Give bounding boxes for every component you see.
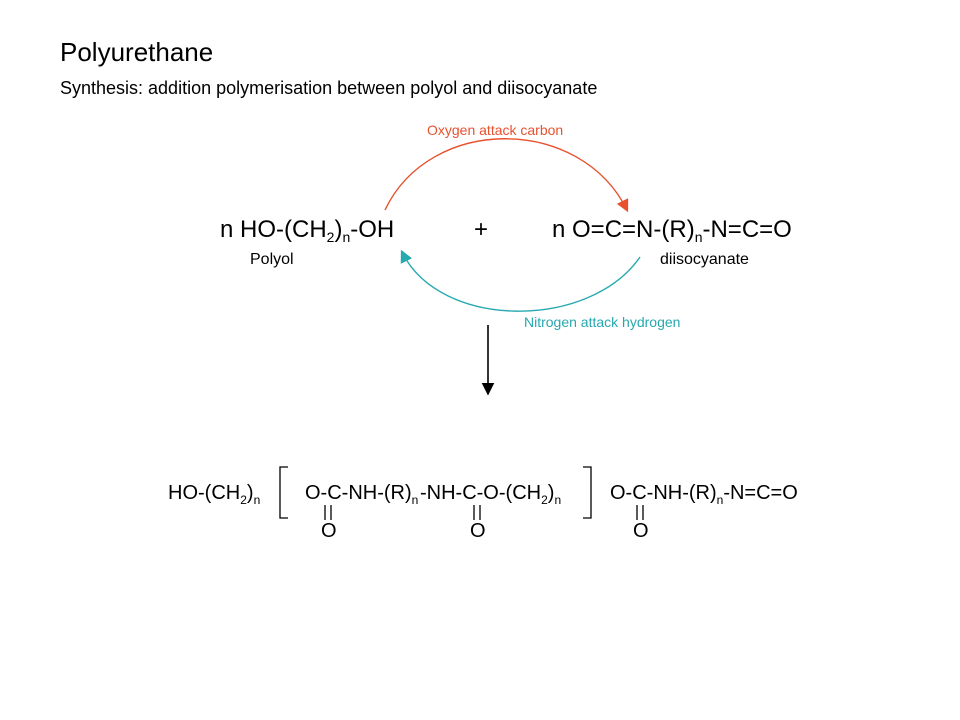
polyol-formula-suffix: -OH [350, 216, 395, 243]
product-seg-4-text: O-C-NH-(R) [610, 482, 717, 504]
diisocyanate-formula-sub-n: n [694, 229, 703, 245]
plus-sign: + [474, 216, 489, 243]
product-seg-1-text: HO-(CH [168, 482, 241, 504]
carbonyl-oxygen: O [633, 520, 649, 542]
nitrogen-attack-arrow [400, 249, 641, 312]
oxygen-attack-label: Oxygen attack carbon [427, 122, 564, 138]
diisocyanate-formula: n O=C=N-(R)n-N=C=O [552, 215, 792, 245]
product-seg-1-close: ) [246, 482, 254, 504]
nitrogen-attack-label: Nitrogen attack hydrogen [524, 314, 681, 330]
product-seg-2-sub-n: n [411, 493, 419, 507]
carbonyl-oxygen: O [470, 520, 486, 542]
repeat-bracket-right [583, 466, 592, 519]
carbonyl-oxygen: O [321, 520, 337, 542]
polyol-formula: n HO-(CH2)n-OH [220, 215, 394, 245]
oxygen-attack-arrow [384, 138, 629, 213]
product-seg-1-sub-n: n [253, 493, 261, 507]
polyol-formula-sub-2: 2 [326, 229, 335, 245]
product-seg-1-sub-2: 2 [240, 493, 247, 507]
page-title: Polyurethane [60, 37, 214, 67]
product-seg-3: -NH-C-O-(CH2)n [420, 481, 562, 507]
diisocyanate-formula-suffix: -N=C=O [702, 216, 792, 243]
polyol-formula-prefix: n HO-(CH [220, 216, 327, 243]
product-seg-3-text: -NH-C-O-(CH [420, 482, 542, 504]
page-subtitle: Synthesis: addition polymerisation betwe… [60, 78, 598, 98]
product-seg-4: O-C-NH-(R)n-N=C=O [610, 481, 798, 507]
diisocyanate-label: diisocyanate [660, 251, 749, 268]
product-seg-2-text: O-C-NH-(R) [305, 482, 412, 504]
diisocyanate-formula-prefix: n O=C=N-(R) [552, 216, 695, 243]
product-seg-2: O-C-NH-(R)n [305, 481, 419, 507]
product-seg-4-sub-n: n [716, 493, 724, 507]
product-seg-1: HO-(CH2)n [168, 481, 261, 507]
product-seg-3-sub-2: 2 [541, 493, 548, 507]
carbonyl-double-bonds [324, 505, 644, 520]
repeat-bracket-left [279, 466, 288, 519]
product-seg-3-close: ) [547, 482, 555, 504]
product-seg-4-suffix: -N=C=O [723, 482, 798, 504]
polyol-formula-close: ) [334, 216, 343, 243]
polyol-label: Polyol [250, 251, 294, 268]
polyol-formula-sub-n: n [342, 229, 351, 245]
product-seg-3-sub-n: n [554, 493, 562, 507]
